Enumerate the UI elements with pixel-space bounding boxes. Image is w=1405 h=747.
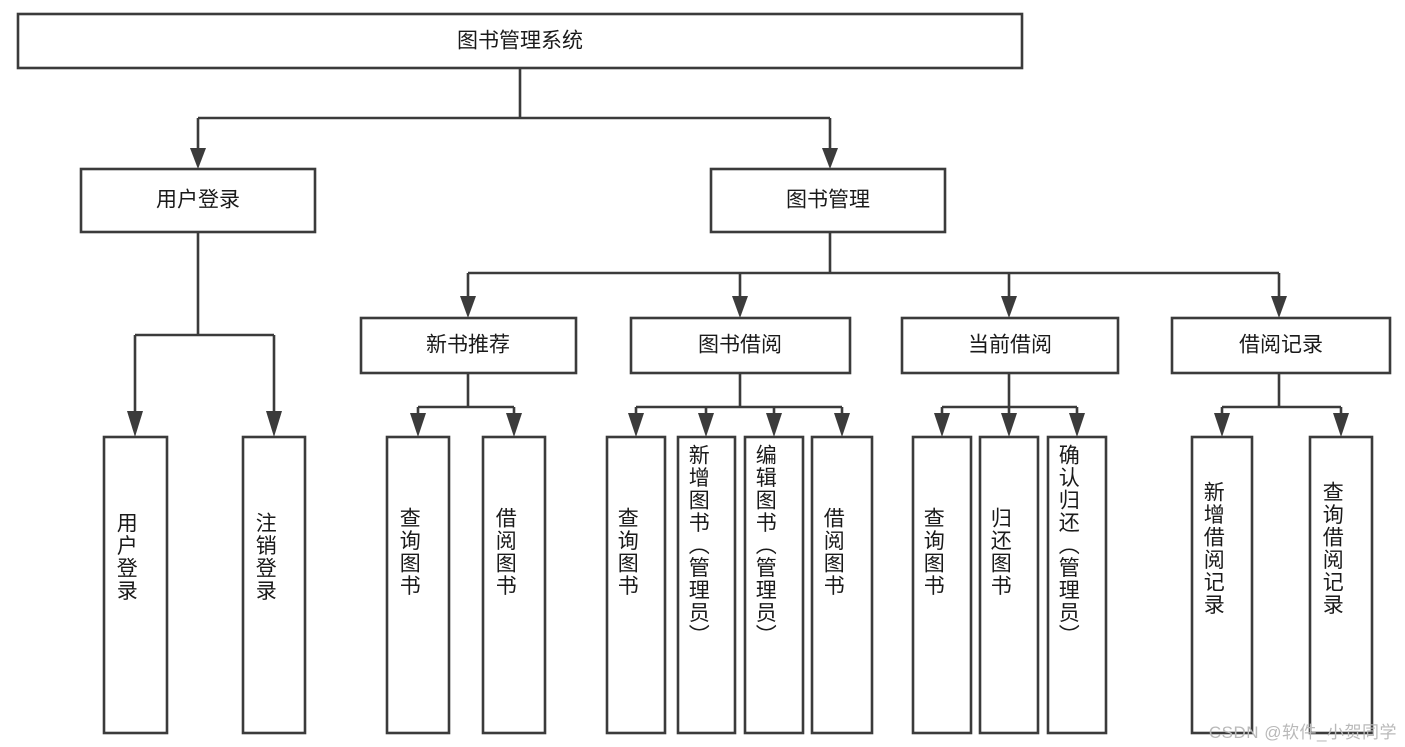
node-leaf-confirm-return-admin[interactable] bbox=[1046, 435, 1108, 735]
node-borrow-record-label: 借阅记录 bbox=[1239, 334, 1323, 357]
arrowhead-layer bbox=[127, 148, 1349, 437]
node-box-layer: 图书管理系统 用户登录 图书管理 新书推荐 图书借阅 当前借阅 借阅记录 bbox=[16, 12, 1392, 735]
node-leaf-logout-login[interactable] bbox=[241, 435, 307, 735]
node-leaf-user-login[interactable] bbox=[102, 435, 169, 735]
node-new-book-recommend[interactable] bbox=[359, 316, 578, 375]
node-leaf-borrow-book[interactable] bbox=[810, 435, 874, 735]
node-leaf-borrow-book-recommend[interactable] bbox=[481, 435, 547, 735]
arrow-icon bbox=[460, 296, 476, 318]
node-leaf-add-borrow-record[interactable] bbox=[1190, 435, 1254, 735]
arrow-icon bbox=[1333, 413, 1349, 437]
arrow-icon bbox=[1001, 413, 1017, 437]
arrow-icon bbox=[410, 413, 426, 437]
node-leaf-query-book-recommend[interactable] bbox=[385, 435, 451, 735]
node-book-borrow-label: 图书借阅 bbox=[698, 334, 782, 357]
arrow-icon bbox=[834, 413, 850, 437]
arrow-icon bbox=[628, 413, 644, 437]
node-user-login[interactable] bbox=[79, 167, 317, 234]
arrow-icon bbox=[506, 413, 522, 437]
arrow-icon bbox=[1271, 296, 1287, 318]
node-book-management[interactable] bbox=[709, 167, 947, 234]
arrow-icon bbox=[1001, 296, 1017, 318]
arrow-icon bbox=[766, 413, 782, 437]
node-user-login-label: 用户登录 bbox=[156, 189, 240, 212]
node-leaf-query-borrow-record[interactable] bbox=[1308, 435, 1374, 735]
node-leaf-query-book-borrow[interactable] bbox=[605, 435, 667, 735]
csdn-watermark: CSDN @软件_小贺同学 bbox=[1208, 723, 1397, 742]
arrow-icon bbox=[822, 148, 838, 169]
node-current-borrow[interactable] bbox=[900, 316, 1120, 375]
arrow-icon bbox=[127, 411, 143, 437]
node-root[interactable] bbox=[16, 12, 1024, 70]
node-leaf-edit-book-admin[interactable] bbox=[743, 435, 805, 735]
node-leaf-query-book-current[interactable] bbox=[911, 435, 973, 735]
arrow-icon bbox=[934, 413, 950, 437]
arrow-icon bbox=[1069, 413, 1085, 437]
node-current-borrow-label: 当前借阅 bbox=[968, 334, 1052, 357]
node-book-management-label: 图书管理 bbox=[786, 189, 870, 212]
node-new-book-recommend-label: 新书推荐 bbox=[426, 334, 510, 357]
node-leaf-add-book-admin[interactable] bbox=[676, 435, 737, 735]
arrow-icon bbox=[266, 411, 282, 437]
node-book-borrow[interactable] bbox=[629, 316, 852, 375]
arrow-icon bbox=[732, 296, 748, 318]
arrow-icon bbox=[190, 148, 206, 169]
node-leaf-return-book[interactable] bbox=[978, 435, 1040, 735]
node-borrow-record[interactable] bbox=[1170, 316, 1392, 375]
arrow-icon bbox=[698, 413, 714, 437]
node-root-label: 图书管理系统 bbox=[457, 30, 583, 53]
arrow-icon bbox=[1214, 413, 1230, 437]
